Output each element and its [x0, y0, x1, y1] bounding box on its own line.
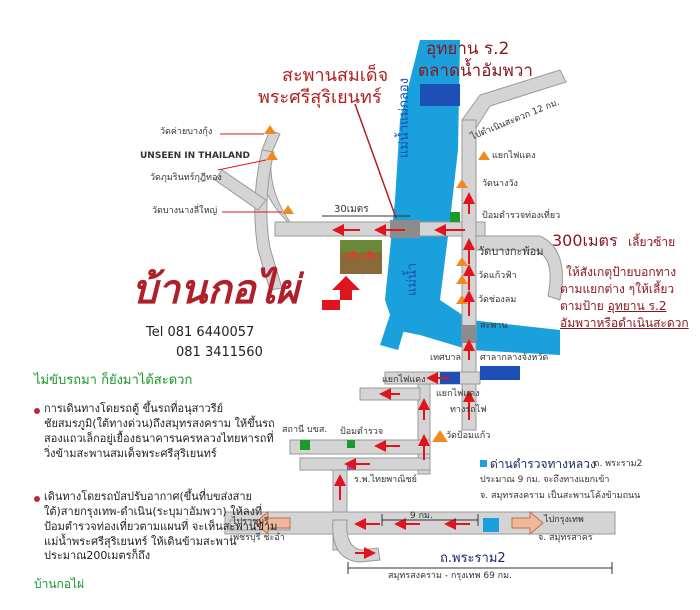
leader-lines — [217, 133, 282, 213]
river-label-south: แม่น้ำ — [405, 262, 420, 296]
provincial-hall-box — [480, 366, 520, 380]
directions-amphawa-link[interactable]: อัมพวาหรือดำเนินสะดวก — [560, 316, 689, 330]
bridge-distance-label: 30เมตร — [334, 204, 369, 215]
tourist-police-label: ป้อมตำรวจท่องเที่ยว — [482, 211, 561, 221]
phone1-row: Tel 081 6440057 — [146, 325, 255, 340]
highway-police-label: ด่านตำรวจทางหลวง — [490, 457, 596, 471]
km9-label: 9 กม. — [410, 511, 433, 521]
to-ratchaburi-label: ไปราชบุรี — [232, 517, 269, 527]
directions-park-link[interactable]: อุทยาน ร.2 — [607, 299, 667, 313]
to-bangkok-label: ไปกรุงเทพ — [544, 515, 584, 525]
highway-police-box — [483, 518, 499, 532]
bullet-van — [34, 408, 40, 414]
arrow-to-ratchaburi — [254, 510, 291, 536]
highway-label: ถ.พระราม2 — [440, 551, 506, 566]
highway-police-detail3: จ. สมุทรสงคราม เป็นสะพานโค้งข้ามถนน — [480, 491, 641, 501]
wat-nang-wang-label: วัดนางวัง — [482, 179, 518, 189]
highway-police-marker — [480, 460, 487, 467]
no-car-heading: ไม่ขับรถมา ก็ยังมาได้สะดวก — [34, 373, 193, 388]
bridge-label-line2: พระศรีสุริเยนทร์ — [258, 87, 382, 108]
wat-bang-kaphom-label: วัดบางกะพ้อม — [478, 245, 544, 258]
provincial-hall-label: ศาลากลางจังหวัด — [480, 353, 549, 363]
bridge-block-2 — [462, 325, 476, 343]
bridge-small-label: สะพาน — [480, 321, 508, 331]
road-right-curve — [475, 235, 563, 301]
park-label-line1: อุทยาน ร.2 — [426, 39, 510, 59]
bus-station-label: สถานี บขส. — [282, 425, 328, 435]
directions-line1: ให้สังเกตุป้ายบอกทาง — [566, 265, 677, 279]
wat-pom-kaew-label: วัดป้อมแก้ว — [446, 431, 491, 441]
home-arrow — [322, 276, 360, 310]
directions-line3: ตามป้าย อุทยาน ร.2 — [560, 299, 667, 313]
highway-note-label: สมุทรสงคราม - กรุงเทพ 69 กม. — [388, 571, 512, 581]
wat-bang-nang-label: วัดบางนางลี่ใหญ่ — [152, 206, 218, 216]
railway-label: ทางรถไฟ — [450, 405, 487, 415]
bridge-label-line1: สะพานสมเด็จ — [282, 65, 389, 86]
travel-by-van: การเดินทางโดยรถตู้ ขึ้นรถที่อนุสาวรีย์ชั… — [44, 402, 275, 460]
traffic-light-mid1-label: แยกไฟแดง — [382, 375, 426, 385]
arrow-to-bangkok — [511, 510, 544, 536]
municipality-label: เทศบาล — [430, 353, 462, 363]
police-box-marker — [347, 440, 355, 448]
river — [385, 40, 560, 355]
samutsakhon-label: จ. สมุทรสาคร — [538, 533, 593, 543]
wat-distance-label: 300เมตร — [552, 231, 618, 250]
highway-police-detail2: ประมาณ 9 กม. จะถึงทางแยกเข้า — [480, 475, 610, 485]
park-box — [420, 84, 460, 106]
highway-police-detail1: ถ. พระราม2 — [594, 459, 643, 469]
wat-kae-fa-label: วัดแก้วฟ้า — [478, 271, 517, 281]
highway-dimension — [347, 562, 613, 574]
road-left-branch — [214, 169, 267, 211]
brand-name: บ้านกอไผ่ — [132, 266, 299, 313]
road-left-curve2 — [254, 149, 283, 291]
river-label-north: แม่น้ำแม่กลอง — [397, 77, 412, 158]
bus-station-marker — [300, 440, 310, 450]
unseen-label: UNSEEN IN THAILAND — [140, 151, 250, 161]
travel-bus-dest: บ้านกอไผ่ — [34, 577, 85, 591]
km9-dimension — [381, 514, 479, 526]
bridge-pointer — [354, 103, 397, 219]
directions-line3-prefix: ตามป้าย — [560, 299, 604, 313]
police-box-label: ป้อมตำรวจ — [340, 427, 384, 437]
wat-phumarin-label: วัดภุมรินทร์กุฎีทอง — [150, 173, 222, 183]
wat-chong-lom-label: วัดช่องลม — [478, 295, 517, 305]
hospital-label: ร.พ.ไทยพาณิชย์ — [354, 475, 417, 485]
traffic-light-mid2-label: แยกไฟแดง — [436, 389, 480, 399]
directions-line2: ตามแยกต่าง ๆให้เลี้ยว — [560, 282, 675, 296]
tel-label: Tel — [146, 325, 164, 340]
river-branch — [380, 300, 410, 350]
turn-label: เลี้ยวซ้าย — [628, 235, 676, 249]
travel-by-bus: เดินทางโดยรถบัสปรับอากาศ(ขึ้นที่บขส่งสาย… — [44, 490, 278, 563]
road-mid-horizontal3 — [289, 439, 431, 455]
park-label-line2: ตลาดน้ำอัมพวา — [418, 61, 533, 81]
wat-khai-label: วัดค่ายบางกุ้ง — [160, 127, 213, 137]
bullet-bus — [34, 496, 40, 502]
home-photo — [340, 240, 382, 274]
phone2[interactable]: 081 3411560 — [176, 345, 263, 360]
phone1[interactable]: 081 6440057 — [167, 325, 255, 340]
tourist-police-marker — [450, 212, 460, 222]
traffic-light-top-label: แยกไฟแดง — [492, 151, 536, 161]
phetchaburi-label: เพชรบุรี ชะอำ — [230, 533, 285, 543]
route-arrows — [332, 192, 475, 559]
